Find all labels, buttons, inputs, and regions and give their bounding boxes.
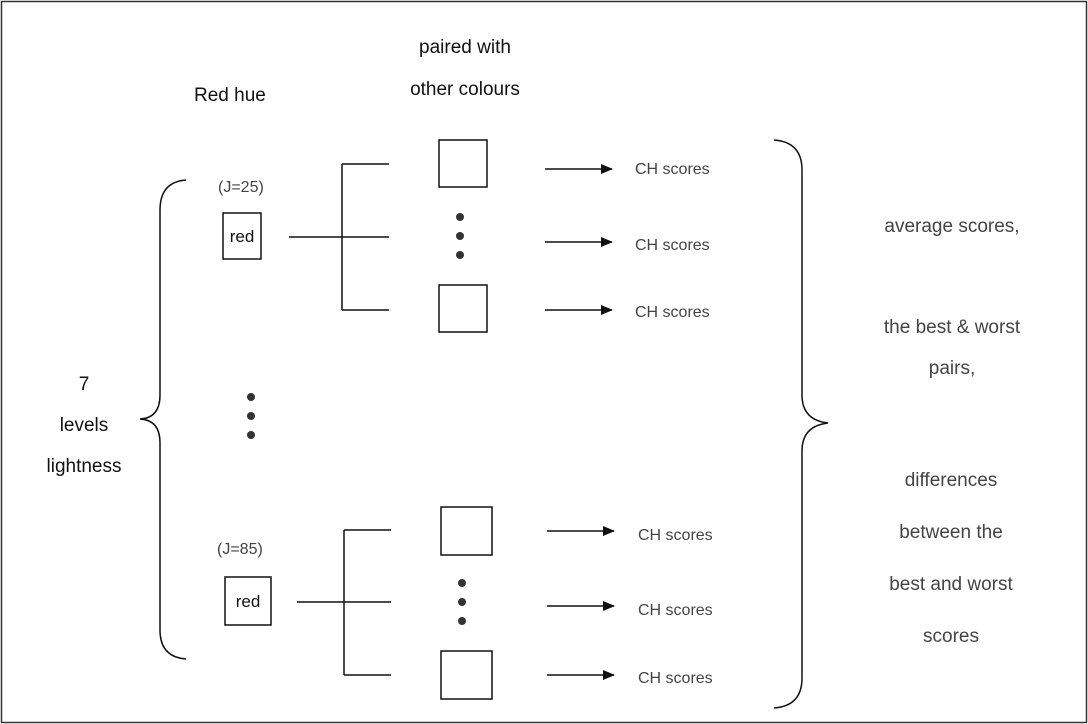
bottom-connector — [297, 529, 391, 676]
result-best-worst-line1: the best & worst — [884, 317, 1021, 338]
top-red-box: red — [222, 212, 262, 260]
levels-ellipsis — [247, 393, 255, 439]
bottom-ch-score-1: CH scores — [638, 527, 713, 544]
left-label-line1: 7 — [79, 374, 90, 395]
bottom-red-box: red — [224, 576, 272, 626]
top-j-label: (J=25) — [218, 179, 264, 196]
top-red-label: red — [230, 227, 255, 246]
paired-heading-line1: paired with — [419, 37, 511, 58]
bottom-ch-score-3: CH scores — [638, 670, 713, 687]
top-ch-score-1: CH scores — [635, 161, 710, 178]
top-ellipsis — [456, 213, 464, 259]
right-brace — [773, 139, 829, 709]
top-connector — [289, 163, 389, 311]
top-ch-score-3: CH scores — [635, 304, 710, 321]
bottom-ch-score-2: CH scores — [638, 602, 713, 619]
left-label-line3: lightness — [47, 456, 122, 477]
result-average-scores: average scores, — [884, 216, 1019, 237]
bottom-colour-swatch-1 — [440, 506, 493, 556]
top-ch-score-2: CH scores — [635, 237, 710, 254]
bottom-red-label: red — [236, 592, 261, 611]
red-hue-heading: Red hue — [194, 85, 266, 106]
top-colour-swatch-2 — [438, 284, 488, 333]
result-differences-line4: scores — [923, 626, 979, 647]
bottom-ellipsis — [458, 579, 466, 625]
top-colour-swatch-1 — [438, 139, 488, 188]
result-differences-line2: between the — [899, 522, 1003, 543]
result-best-worst-line2: pairs, — [929, 358, 975, 379]
paired-heading-line2: other colours — [410, 79, 520, 100]
bottom-j-label: (J=85) — [217, 541, 263, 558]
result-differences-line3: best and worst — [889, 574, 1013, 595]
bottom-colour-swatch-2 — [440, 650, 493, 700]
result-differences-line1: differences — [905, 470, 998, 491]
left-label-line2: levels — [60, 415, 109, 436]
left-brace — [139, 179, 187, 660]
